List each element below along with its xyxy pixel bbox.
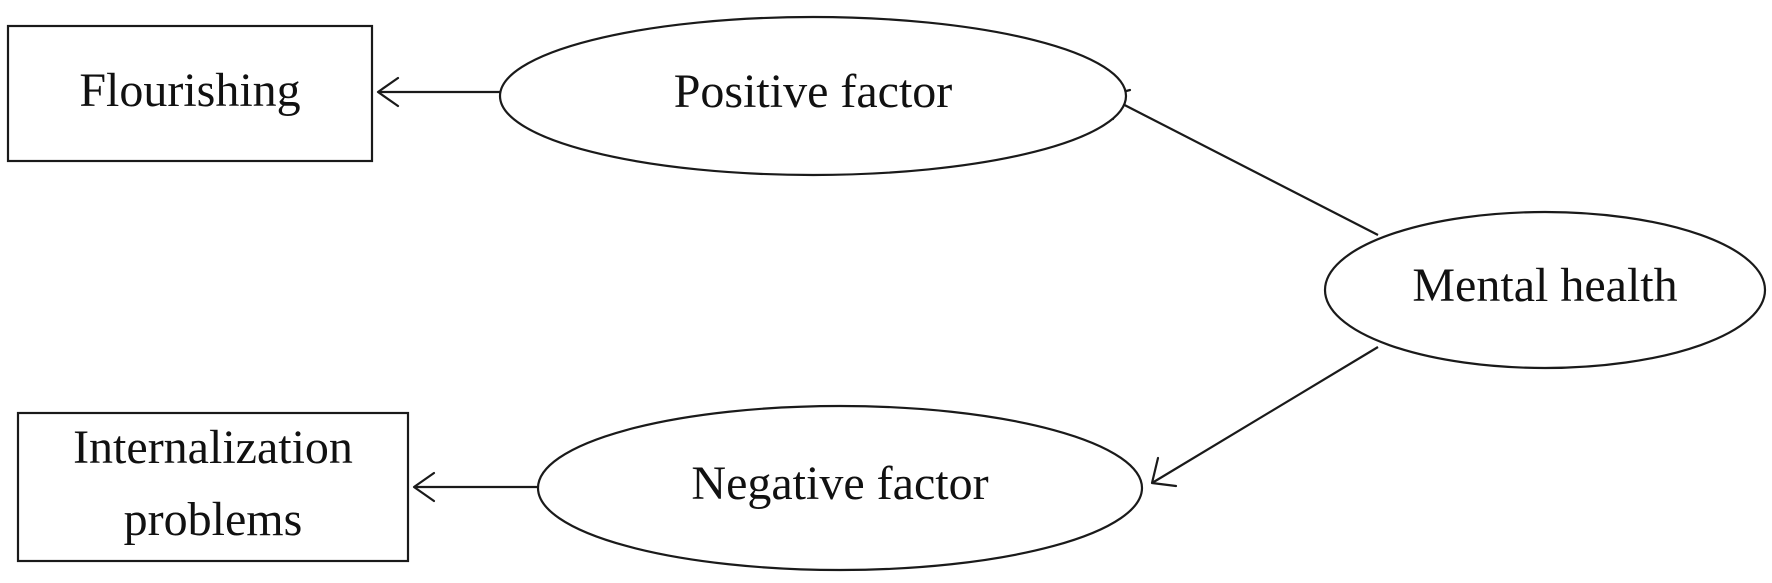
positive-factor-ellipse — [498, 15, 1128, 177]
node-mental-health: Mental health — [1323, 210, 1767, 370]
negative-factor-label: Negative factor — [691, 457, 988, 510]
negative-factor-ellipse — [536, 404, 1144, 572]
arrowhead-icon — [1150, 456, 1178, 488]
arrowhead-icon — [412, 471, 436, 503]
edge-negative-factor-to-internalization-problems — [412, 471, 540, 503]
node-negative-factor: Negative factor — [536, 404, 1144, 572]
internalization-problems-label-line1: Internalization — [73, 421, 353, 474]
flourishing-label: Flourishing — [79, 64, 300, 117]
internalization-problems-label-line2: problems — [124, 493, 303, 546]
positive-factor-label: Positive factor — [674, 65, 953, 118]
internalization-problems-box — [16, 411, 410, 563]
node-positive-factor: Positive factor — [498, 15, 1128, 177]
mental-health-ellipse — [1323, 210, 1767, 370]
node-flourishing: Flourishing — [6, 24, 374, 163]
edge-positive-factor-to-flourishing — [376, 76, 500, 108]
mental-health-label: Mental health — [1412, 259, 1677, 312]
node-internalization-problems: Internalization problems — [16, 411, 410, 563]
edge-line — [1151, 346, 1379, 484]
edge-line — [1106, 95, 1379, 236]
arrowhead-icon — [376, 76, 400, 108]
edge-mental-health-to-positive-factor — [1105, 88, 1379, 236]
flourishing-box — [6, 24, 374, 163]
edge-mental-health-to-negative-factor — [1150, 346, 1379, 488]
